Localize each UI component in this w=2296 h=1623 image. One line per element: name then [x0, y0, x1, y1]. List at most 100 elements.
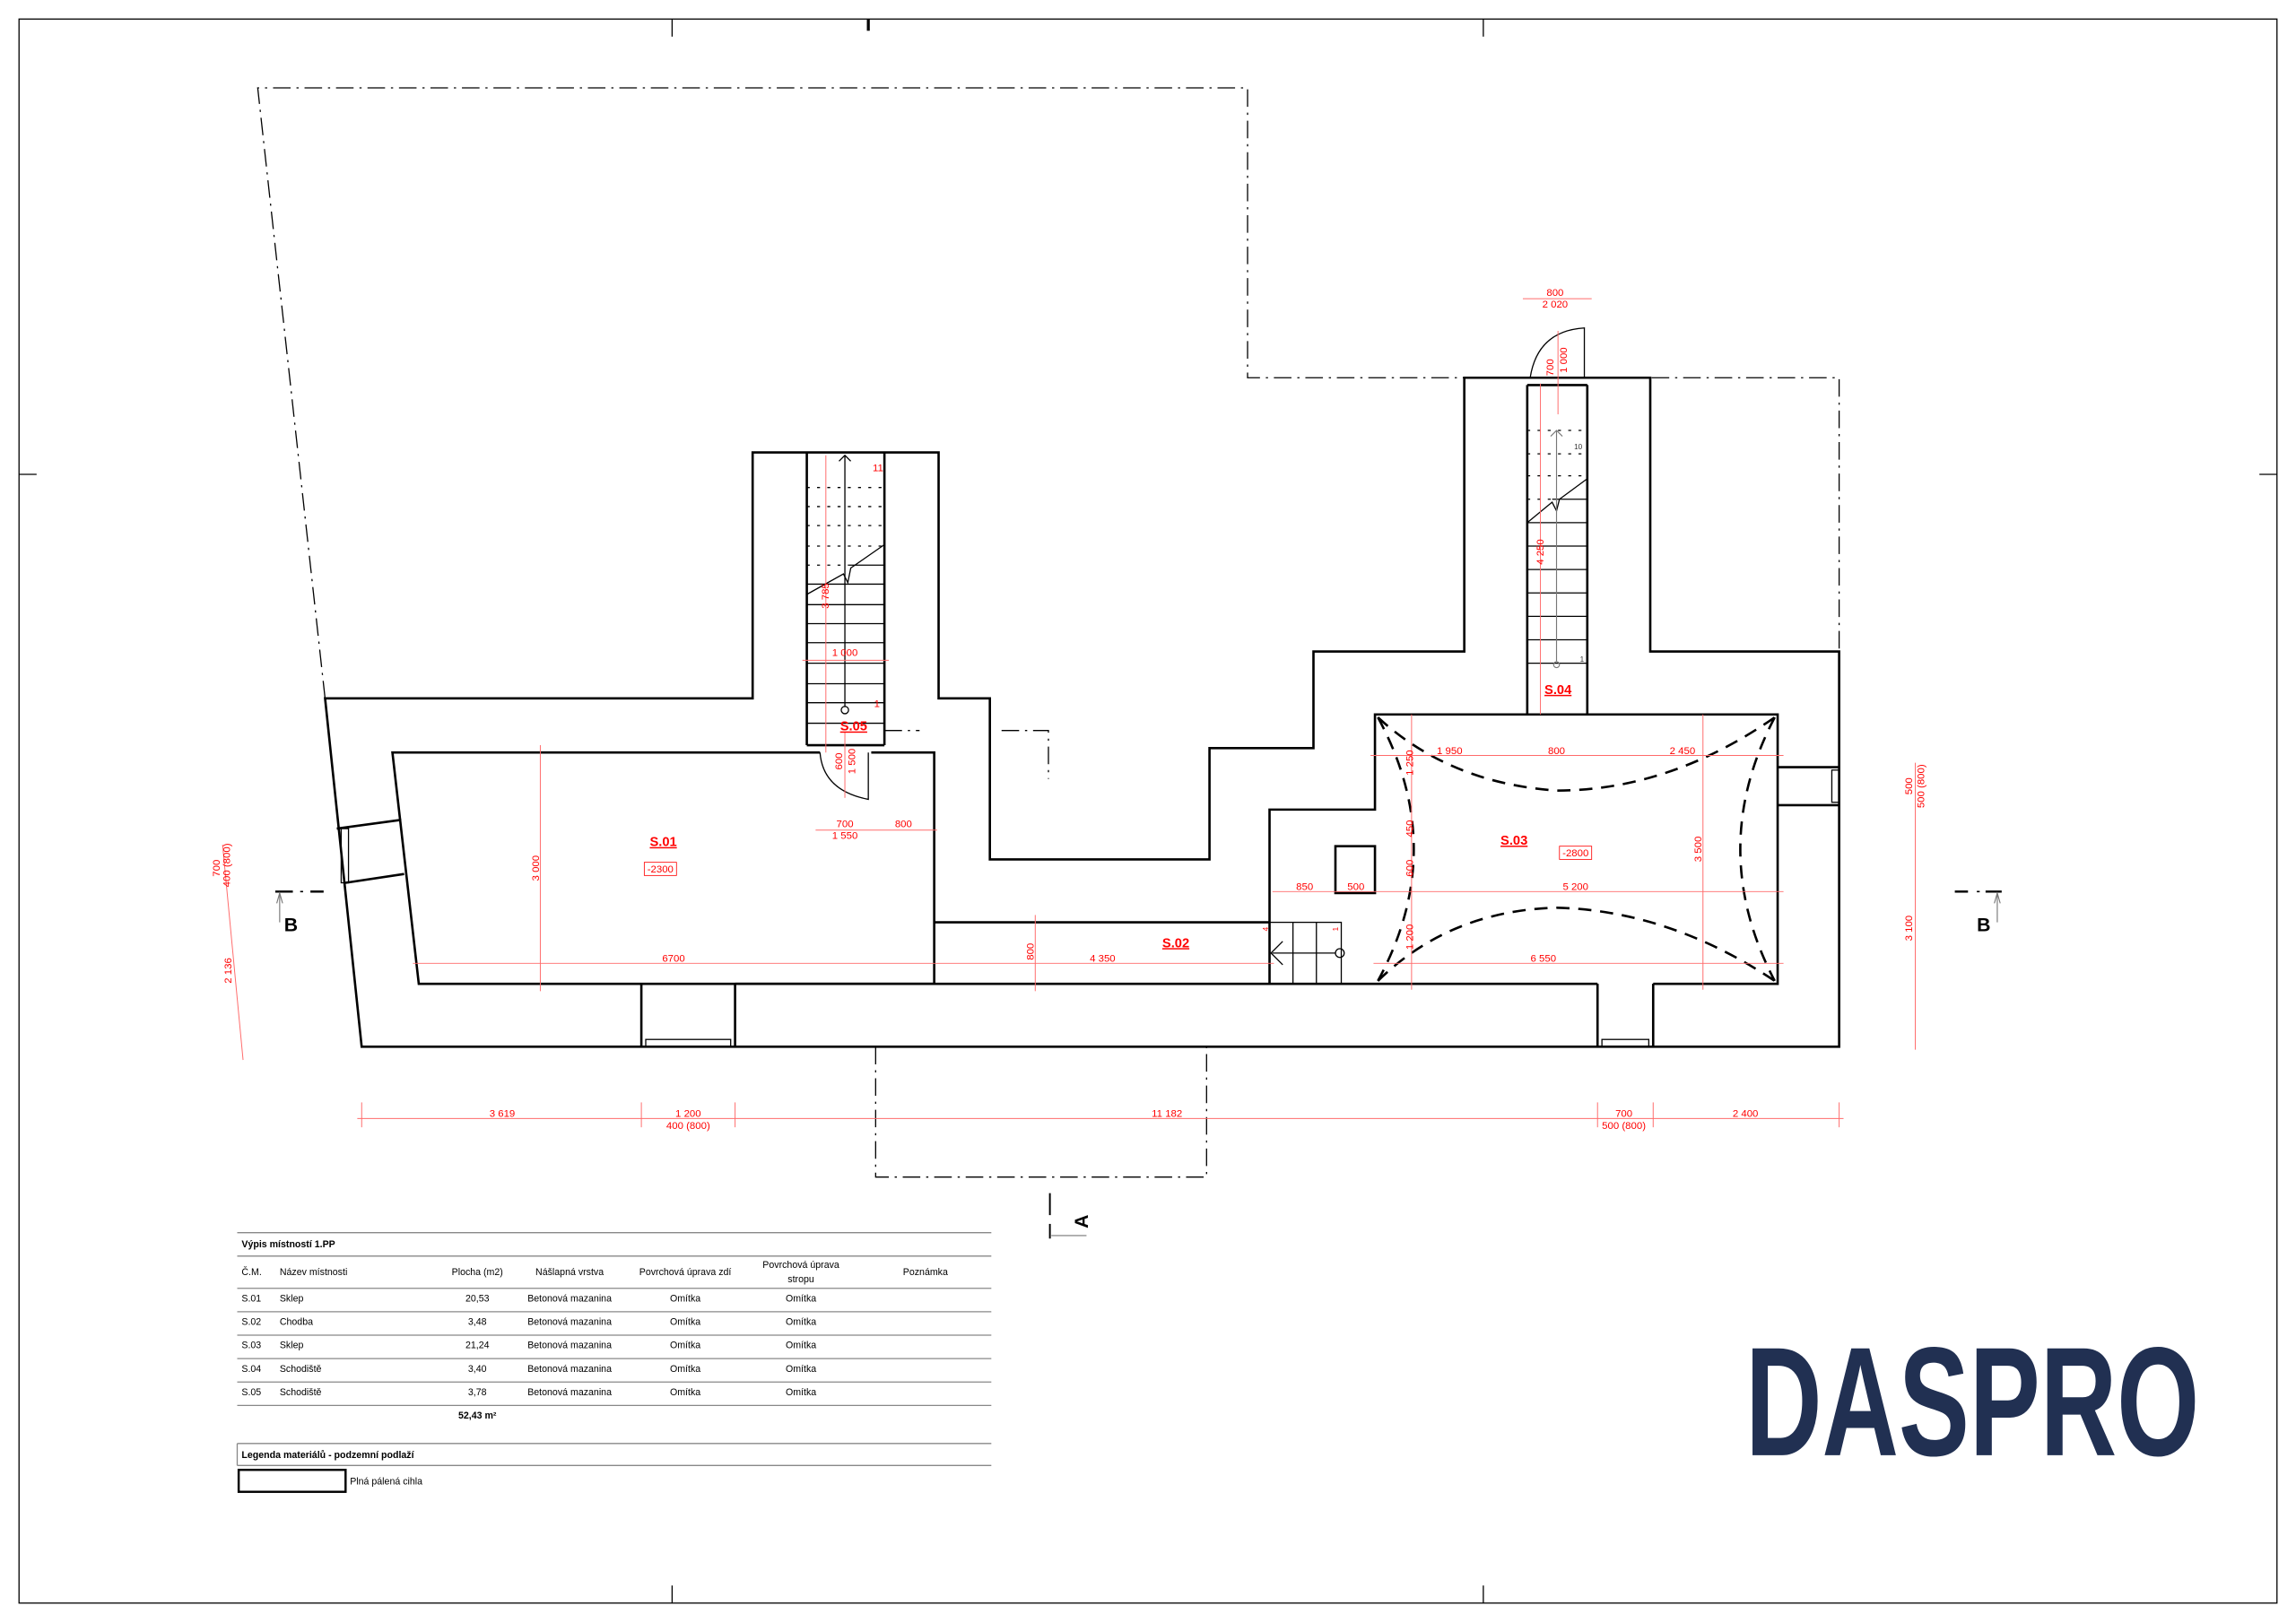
dim-label: 2 450 [1670, 746, 1696, 757]
dim-label: 1 500 [847, 749, 857, 775]
dim-label: 1 200 [1405, 924, 1416, 950]
stair-s04 [1526, 430, 1588, 669]
dim-label: 1 550 [832, 831, 858, 842]
dim-label: 1 250 [1405, 750, 1416, 776]
legend-item-label: Plná pálená cihla [350, 1477, 422, 1488]
table-cell: S.05 [241, 1387, 261, 1398]
vault-lines [1377, 716, 1776, 982]
table-cell: Omítka [670, 1387, 700, 1398]
table-cell: Omítka [670, 1364, 700, 1375]
table-cell: S.04 [241, 1364, 261, 1375]
table-cell: 3,40 [468, 1364, 487, 1375]
materials-legend: Legenda materiálů - podzemní podlaží Pln… [236, 1443, 992, 1493]
table-cell: Chodba [280, 1317, 313, 1328]
step-number: 11 [873, 464, 883, 474]
room-label-s03: S.03 [1500, 834, 1527, 848]
table-cell: Sklep [280, 1293, 304, 1304]
room-label-s05: S.05 [840, 720, 867, 734]
sheet-border [18, 18, 2278, 1604]
dim-label: 700 [212, 860, 222, 877]
table-cell: Omítka [786, 1293, 816, 1304]
dim-label: 500 [1904, 777, 1915, 794]
dim-label: 3 100 [1904, 916, 1915, 942]
room-label-s04: S.04 [1544, 683, 1572, 698]
header-cm: Č.M. [241, 1266, 261, 1278]
header-area: Plocha (m2) [452, 1267, 503, 1278]
dim-label: 500 [1347, 882, 1364, 893]
section-a-label: A [1072, 1214, 1092, 1228]
step-number: 1 [1580, 655, 1585, 664]
dim-label: 500 (800) [1916, 764, 1926, 808]
table-cell: Omítka [786, 1317, 816, 1328]
table-cell: Schodiště [280, 1364, 322, 1375]
dimension-lines [222, 298, 1916, 1128]
dimension-labels: 800 2 020 700 1 000 4 250 3 785 1 000 60… [212, 288, 1926, 1132]
header-note: Poznámka [903, 1267, 948, 1278]
step-number: 1 [1332, 926, 1340, 931]
dim-label: 700 [837, 819, 854, 829]
dim-label: 5 200 [1562, 882, 1588, 893]
table-cell: Schodiště [280, 1387, 322, 1398]
room-level-s03: -2800 [1562, 848, 1588, 859]
dim-label: 700 [1615, 1109, 1632, 1120]
table-total: 52,43 m² [458, 1410, 497, 1421]
table-cell: Omítka [786, 1387, 816, 1398]
table-cell: 21,24 [465, 1341, 490, 1351]
dim-label: 1 200 [675, 1109, 701, 1120]
dim-label: 1 000 [832, 647, 858, 658]
dim-label: 1 950 [1437, 746, 1463, 757]
daspro-logo: DASPRO [1745, 1315, 2199, 1488]
header-ceiling-2: stropu [787, 1274, 814, 1285]
dim-label: 4 250 [1535, 539, 1546, 565]
table-cell: Sklep [280, 1341, 304, 1351]
dim-label: 3 000 [531, 855, 542, 881]
table-cell: 3,78 [468, 1387, 487, 1398]
header-ceiling: Povrchová úprava [762, 1260, 839, 1271]
header-name: Název místnosti [280, 1267, 347, 1278]
step-number: 4 [1262, 926, 1270, 931]
room-level-s01: -2300 [648, 864, 674, 875]
step-number: 1 [874, 699, 880, 710]
dim-label: 700 [1545, 359, 1556, 376]
table-header: Č.M. Název místnosti Plocha (m2) Nášlapn… [241, 1260, 948, 1285]
dim-label: 800 [1026, 943, 1037, 960]
table-cell: 3,48 [468, 1317, 487, 1328]
property-boundary [257, 87, 1840, 1178]
dim-label: 800 [1546, 288, 1563, 299]
dim-label: 3 785 [821, 583, 831, 609]
dim-label: 450 [1405, 820, 1416, 838]
room-label-s01: S.01 [649, 836, 676, 850]
section-marks: B B A [274, 890, 2002, 1239]
section-b-right-label: B [1977, 915, 1990, 935]
dim-label: 600 [1405, 860, 1416, 877]
dim-label: 800 [1548, 746, 1565, 757]
table-cell: 20,53 [465, 1293, 490, 1304]
table-cell: Omítka [670, 1317, 700, 1328]
section-b-left-label: B [284, 915, 298, 935]
dim-label: 2 400 [1733, 1109, 1759, 1120]
room-labels: S.01 -2300 S.02 S.03 -2800 S.04 S.05 [643, 683, 1593, 950]
dim-label: 6700 [662, 954, 684, 965]
table-cell: Omítka [786, 1364, 816, 1375]
dim-label: 850 [1296, 882, 1313, 893]
table-cell: S.01 [241, 1293, 261, 1304]
stair-s05 [806, 454, 885, 725]
dim-label: 2 136 [223, 958, 234, 984]
step-number: 10 [1574, 443, 1583, 451]
stair-numbers: 10 1 11 1 4 1 [873, 443, 1585, 931]
table-title: Výpis místností 1.PP [241, 1239, 335, 1250]
table-cell: Betonová mazanina [527, 1293, 612, 1304]
table-cell: S.03 [241, 1341, 261, 1351]
dim-label: 3 500 [1693, 837, 1704, 863]
dim-label: 400 (800) [222, 843, 232, 887]
dim-label: 6 550 [1531, 954, 1557, 965]
room-schedule-table: Výpis místností 1.PP Č.M. Název místnost… [237, 1232, 992, 1421]
dim-label: 400 (800) [666, 1121, 710, 1132]
dim-label: 4 350 [1090, 954, 1116, 965]
